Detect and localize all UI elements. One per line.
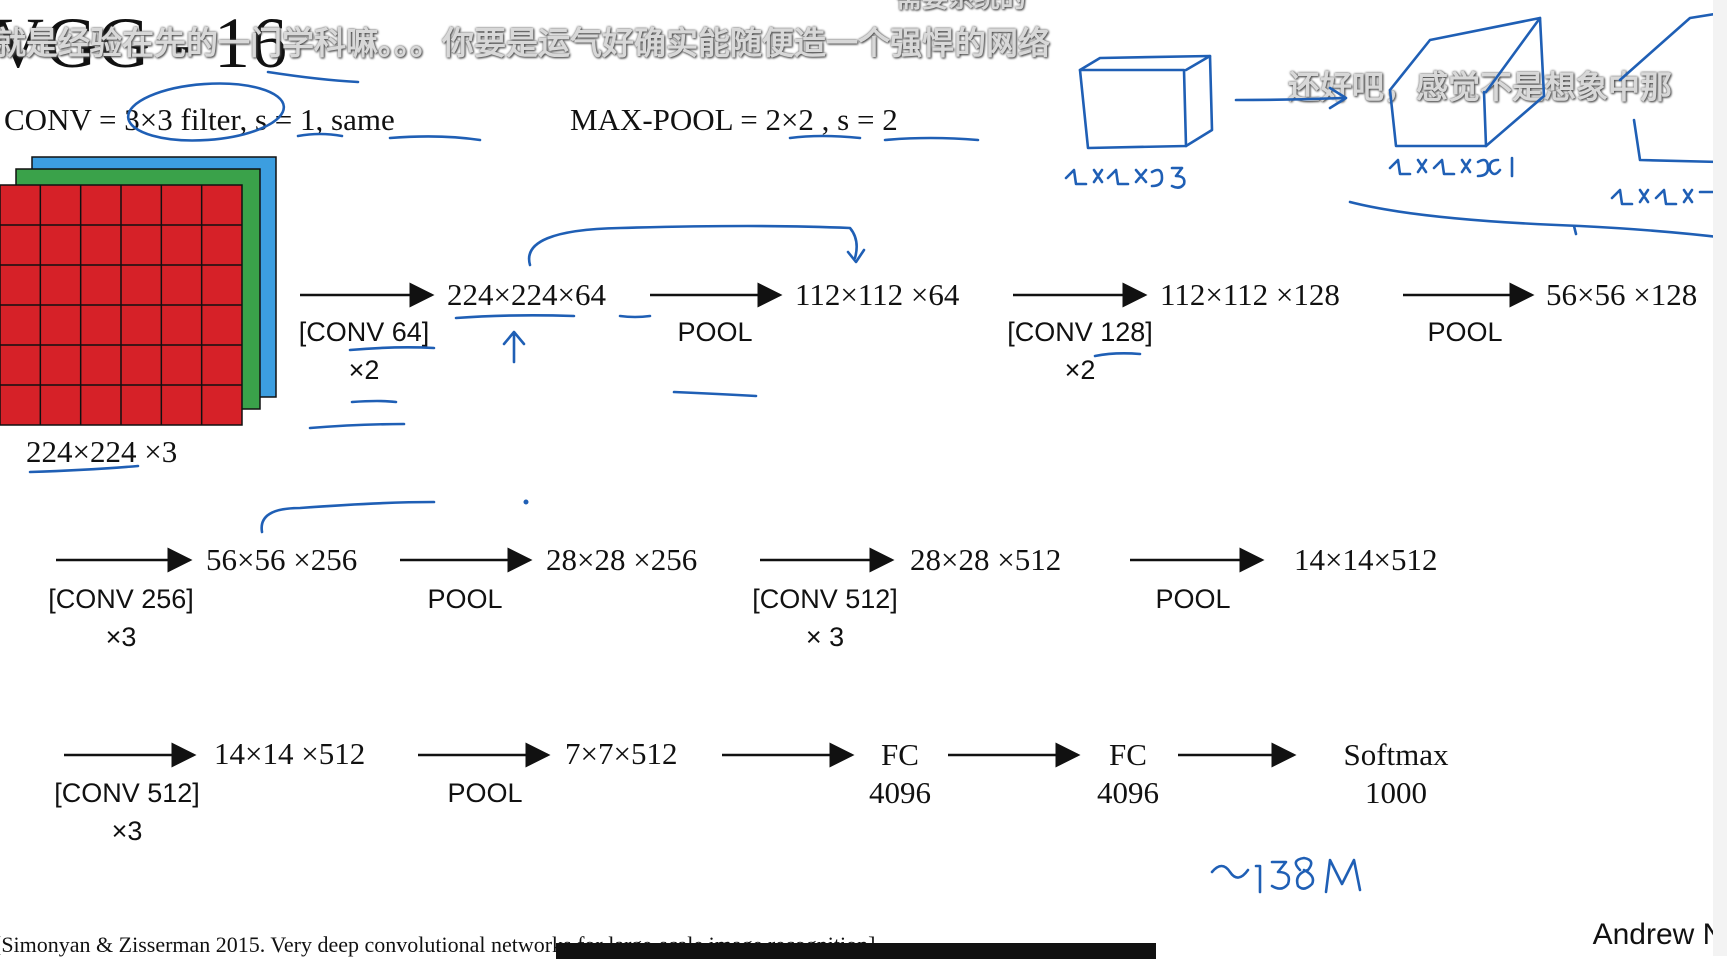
fc1-label: FC [881, 737, 919, 772]
row3-dim-1: 14×14 ×512 [214, 736, 366, 771]
softmax-layer: Softmax 1000 [1316, 736, 1476, 812]
author-name: Andrew Ng [1592, 918, 1727, 951]
subtitle-caption-2: 还好吧，感觉不是想象中那 [1288, 68, 1673, 106]
row2-dim-3: 28×28 ×512 [910, 542, 1062, 577]
row3-op1-label: [CONV 512] [54, 778, 200, 808]
row1-op1-label: [CONV 64] [298, 317, 430, 347]
red-channel [0, 184, 243, 426]
row3-op-conv512: [CONV 512] ×3 [44, 774, 210, 850]
row1-dim-2: 112×112 ×64 [795, 277, 960, 312]
subtitle-caption-top: 需要系统的 [896, 0, 1026, 15]
row1-op-conv128: [CONV 128] ×2 [995, 313, 1165, 389]
softmax-units: 1000 [1365, 775, 1427, 810]
slide-title: VGG - 16 [0, 3, 288, 83]
row1-dim-3: 112×112 ×128 [1160, 277, 1340, 312]
row2-op-conv256: [CONV 256] ×3 [38, 580, 204, 656]
handwritten-ink [28, 10, 1727, 894]
row2-op3-rep: × 3 [805, 622, 845, 652]
caption-redaction-bar [556, 943, 1156, 959]
input-volume-graphic [0, 156, 277, 426]
maxpool-definition: MAX-POOL = 2×2 , s = 2 [570, 102, 898, 137]
row3-dim-2: 7×7×512 [565, 736, 678, 771]
input-dimension: 224×224 ×3 [26, 434, 178, 469]
row1-op3-label: [CONV 128] [1007, 317, 1153, 347]
row2-dim-1: 56×56 ×256 [206, 542, 358, 577]
row2-dim-4: 14×14×512 [1294, 542, 1438, 577]
row2-dim-2: 28×28 ×256 [546, 542, 698, 577]
row3-op1-rep: ×3 [111, 816, 143, 846]
fc-layer-1: FC 4096 [850, 736, 950, 812]
conv-definition: CONV = 3×3 filter, s = 1, same [4, 102, 395, 137]
row1-op3-rep: ×2 [1064, 355, 1096, 385]
row1-dim-1: 224×224×64 [447, 277, 606, 312]
fc-layer-2: FC 4096 [1078, 736, 1178, 812]
row1-dim-4: 56×56 ×128 [1546, 277, 1698, 312]
row2-op-pool-2: POOL [1155, 584, 1231, 614]
fc2-label: FC [1109, 737, 1147, 772]
subtitle-caption-1: 就是经验在先的一门学科嘛。。。你要是运气好确实能随便造一个强悍的网络 [0, 24, 1051, 62]
row2-op-conv512: [CONV 512] × 3 [740, 580, 910, 656]
row1-op-pool-2: POOL [1427, 317, 1503, 347]
row1-op-conv64: [CONV 64] ×2 [294, 313, 434, 389]
fc2-units: 4096 [1097, 775, 1159, 810]
row1-op-pool: POOL [677, 317, 753, 347]
page-scrollbar[interactable] [1713, 0, 1727, 956]
row2-op1-rep: ×3 [105, 622, 137, 652]
row2-op1-label: [CONV 256] [48, 584, 194, 614]
row3-op-pool: POOL [447, 778, 523, 808]
fc1-units: 4096 [869, 775, 931, 810]
row2-op-pool: POOL [427, 584, 503, 614]
softmax-label: Softmax [1343, 737, 1449, 772]
row1-op1-rep: ×2 [348, 355, 380, 385]
row2-op3-label: [CONV 512] [752, 584, 898, 614]
